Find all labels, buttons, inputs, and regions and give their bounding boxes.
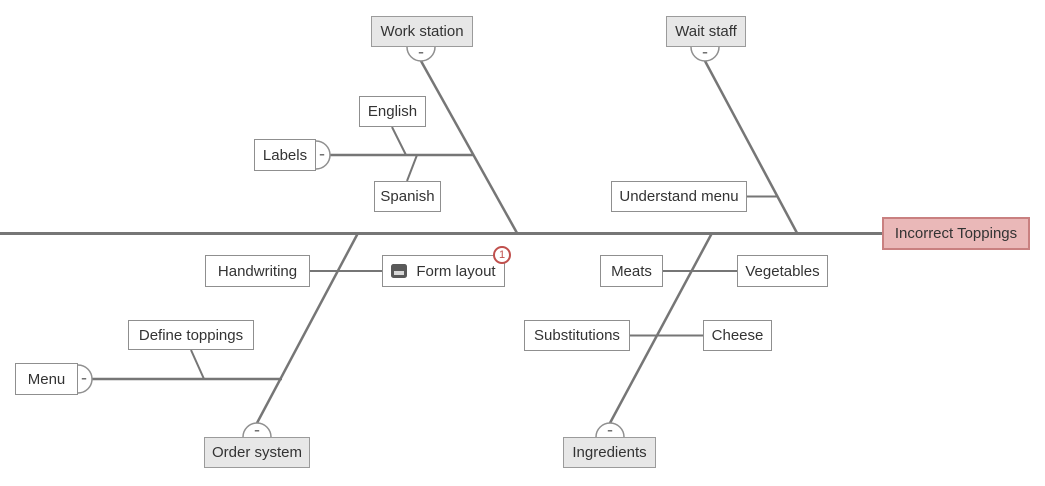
- collapse-toggle-work-station[interactable]: [406, 46, 436, 62]
- category-node-work-station[interactable]: Work station: [371, 16, 473, 47]
- category-node-wait-staff[interactable]: Wait staff: [666, 16, 746, 47]
- cause-node-labels[interactable]: Labels: [254, 139, 316, 171]
- cause-node-menu[interactable]: Menu: [15, 363, 78, 395]
- cause-node-form-layout[interactable]: Form layout 1: [382, 246, 511, 287]
- bone-wait-staff: [703, 60, 799, 234]
- cause-node-understand-menu[interactable]: Understand menu: [611, 181, 747, 212]
- cause-node-handwriting[interactable]: Handwriting: [205, 255, 310, 287]
- cause-node-english[interactable]: English: [359, 96, 426, 127]
- collapse-toggle-ingredients[interactable]: [595, 422, 625, 438]
- collapse-toggle-labels[interactable]: [315, 140, 331, 170]
- cause-node-cheese[interactable]: Cheese: [703, 320, 772, 351]
- bone-ingredients: [608, 232, 714, 424]
- connector-english: [391, 126, 407, 156]
- note-count-badge[interactable]: 1: [493, 246, 511, 264]
- cause-node-vegetables[interactable]: Vegetables: [737, 255, 828, 287]
- effect-node-incorrect-toppings[interactable]: Incorrect Toppings: [882, 217, 1030, 250]
- category-node-order-system[interactable]: Order system: [204, 437, 310, 468]
- connector-define-toppings: [190, 349, 205, 380]
- collapse-toggle-order-system[interactable]: [242, 422, 272, 438]
- note-icon[interactable]: [391, 264, 408, 278]
- cause-node-define-toppings[interactable]: Define toppings: [128, 320, 254, 350]
- bone-work-station: [419, 60, 519, 234]
- collapse-toggle-menu[interactable]: [77, 364, 93, 394]
- cause-node-substitutions[interactable]: Substitutions: [524, 320, 630, 351]
- cause-node-label: Form layout: [416, 262, 496, 280]
- bone-order-system: [255, 232, 360, 424]
- cause-node-meats[interactable]: Meats: [600, 255, 663, 287]
- collapse-toggle-wait-staff[interactable]: [690, 46, 720, 62]
- cause-node-spanish[interactable]: Spanish: [374, 181, 441, 212]
- category-node-ingredients[interactable]: Ingredients: [563, 437, 656, 468]
- connector-spanish: [406, 154, 418, 182]
